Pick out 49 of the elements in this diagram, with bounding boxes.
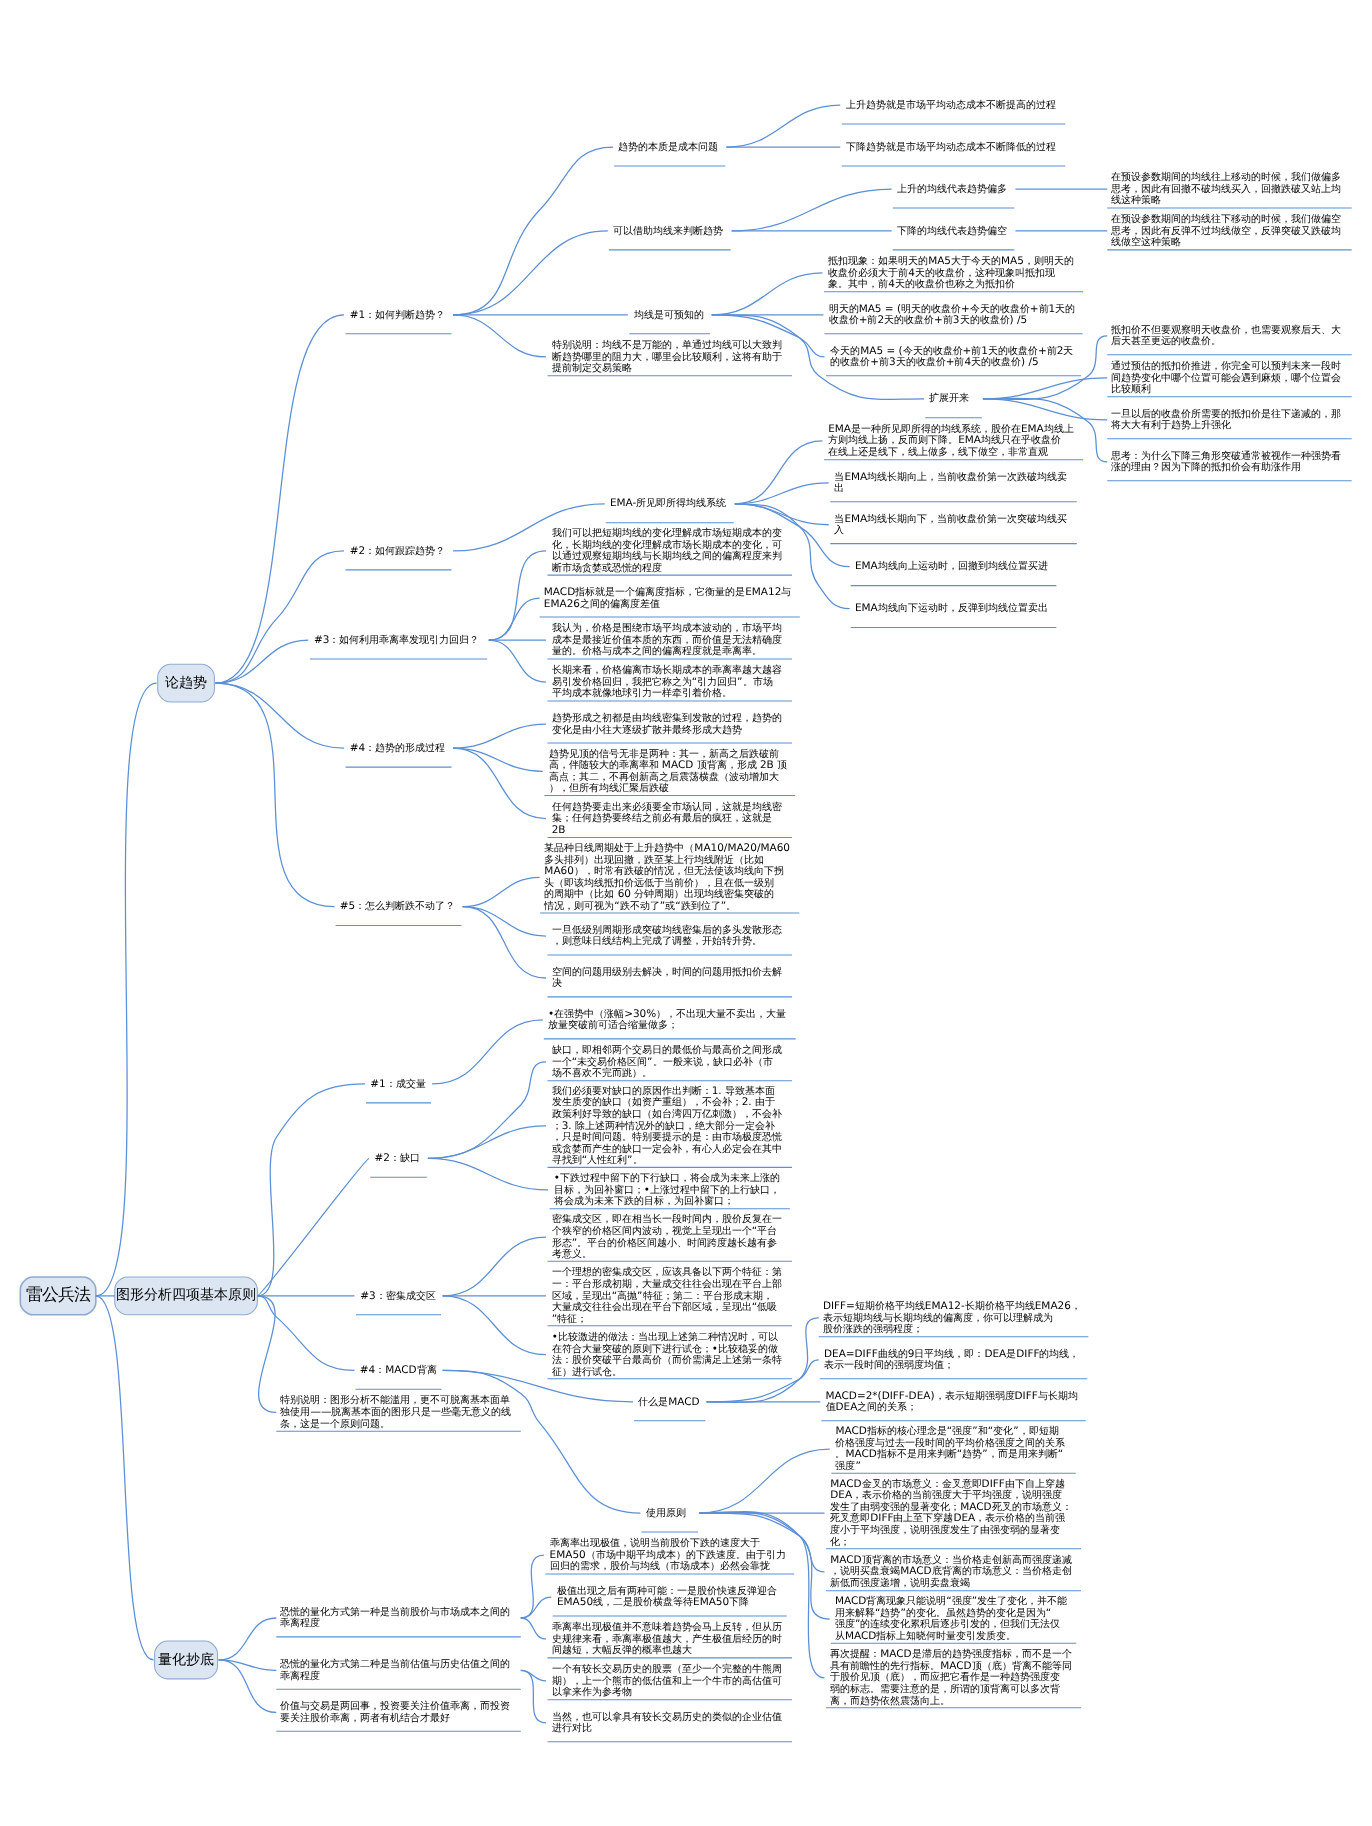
connector [256, 1294, 356, 1296]
connector [488, 549, 547, 640]
connector [520, 1616, 547, 1639]
connector [441, 1294, 547, 1296]
connector [461, 905, 547, 978]
connector [441, 1294, 547, 1355]
connector [214, 638, 309, 683]
connector [488, 596, 541, 640]
connector [441, 1368, 641, 1513]
connector [452, 722, 547, 748]
connector [1014, 229, 1108, 231]
connector [1014, 187, 1108, 189]
connector [734, 502, 851, 567]
connector [725, 103, 841, 147]
connector [427, 1156, 549, 1190]
connector [95, 1294, 155, 1660]
connector [452, 502, 606, 551]
connector [217, 1658, 277, 1713]
connector [731, 229, 893, 231]
connector [705, 1316, 820, 1403]
connector [256, 1156, 370, 1296]
connector [214, 681, 336, 907]
connector [520, 1553, 545, 1618]
connector [431, 1018, 544, 1084]
connector [95, 1294, 116, 1296]
connector [520, 1668, 547, 1723]
connector [698, 1510, 826, 1678]
node-box: 雷公兵法 [19, 1275, 97, 1315]
connector [452, 313, 547, 357]
connector [982, 397, 1108, 420]
connector [982, 396, 1108, 462]
connector [711, 313, 925, 400]
connector [488, 638, 547, 682]
connector [217, 1616, 277, 1660]
connector [441, 1235, 547, 1296]
connector [214, 549, 345, 683]
connector [705, 1358, 820, 1402]
connector [217, 1658, 277, 1671]
connector [214, 313, 345, 683]
connector [95, 681, 158, 1296]
connector [731, 187, 893, 231]
connector [705, 1400, 821, 1402]
connector [725, 145, 841, 147]
connector [734, 502, 851, 609]
connector [452, 313, 629, 315]
connector [520, 1595, 552, 1618]
connector [256, 1294, 356, 1371]
connector [256, 1082, 366, 1296]
connector [452, 746, 547, 819]
